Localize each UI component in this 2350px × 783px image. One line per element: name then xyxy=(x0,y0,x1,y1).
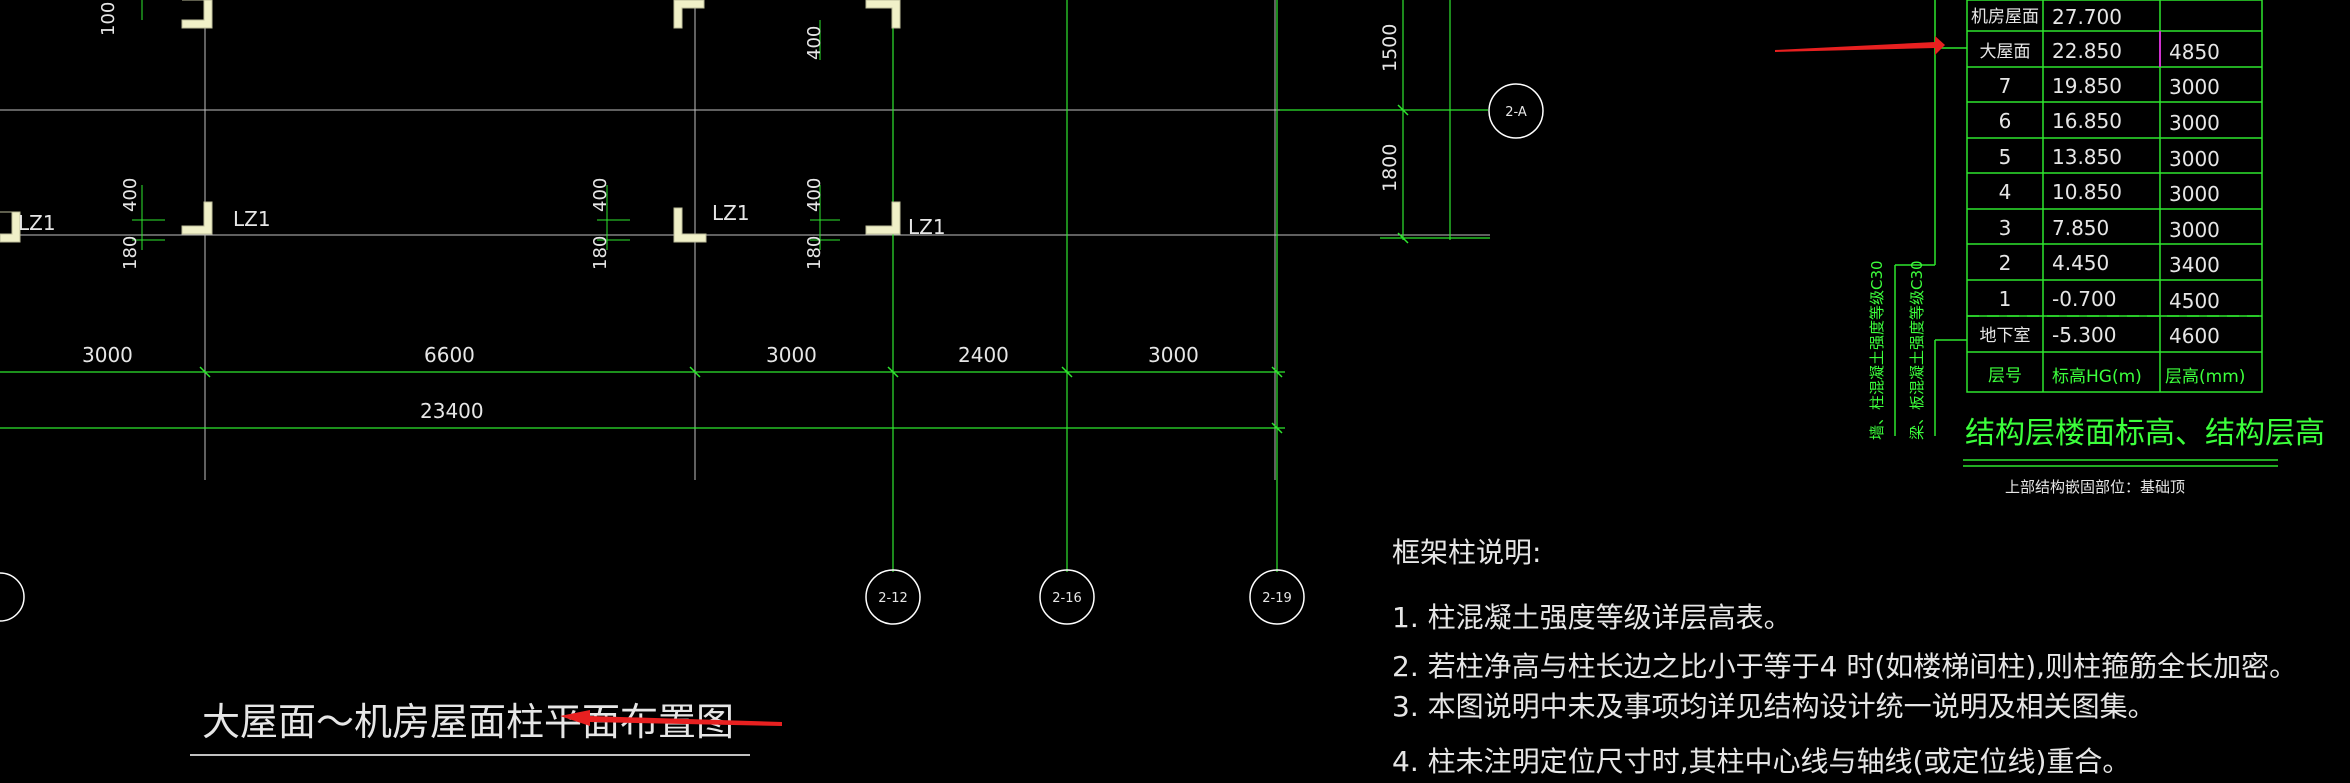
row-elevation: 13.850 xyxy=(2052,145,2122,169)
row-height: 3000 xyxy=(2169,147,2220,171)
row-height: 3000 xyxy=(2169,182,2220,206)
arrow-icon xyxy=(560,710,782,726)
offset-label: 400 xyxy=(804,178,825,212)
level-table-subtitle: 上部结构嵌固部位：基础顶 xyxy=(2005,478,2185,496)
dimension-ticks xyxy=(199,104,1409,434)
row-height: 4600 xyxy=(2169,324,2220,348)
row-height: 3000 xyxy=(2169,75,2220,99)
row-floor: 大屋面 xyxy=(1980,42,2031,62)
column-label: LZ1 xyxy=(18,211,56,235)
column-labels: LZ1 LZ1 LZ1 LZ1 xyxy=(18,201,946,239)
offset-label: 180 xyxy=(120,236,141,270)
row-floor: 2 xyxy=(1999,251,2012,275)
axis-bubble-label: 2-16 xyxy=(1052,591,1082,606)
dim-span: 6600 xyxy=(424,343,475,367)
dim-vertical: 1500 xyxy=(1379,24,1401,72)
row-elevation: 4.450 xyxy=(2052,251,2109,275)
offset-label: 400 xyxy=(804,26,825,60)
concrete-grade-label: 墙、柱混凝土强度等级C30 xyxy=(1868,260,1886,440)
offset-label: 400 xyxy=(120,178,141,212)
offset-label: 180 xyxy=(590,236,611,270)
row-height: 4850 xyxy=(2169,40,2220,64)
row-elevation: 22.850 xyxy=(2052,39,2122,63)
dimension-texts: 3000 6600 3000 2400 3000 23400 1500 1800 xyxy=(82,24,1401,423)
level-table: 机房屋面 27.700 大屋面 22.850 4850 7 19.850 300… xyxy=(1868,0,2325,496)
row-floor: 机房屋面 xyxy=(1971,7,2039,27)
row-height: 4500 xyxy=(2169,289,2220,313)
concrete-grade-label: 梁、板混凝土强度等级C30 xyxy=(1908,260,1926,440)
level-table-title: 结构层楼面标高、结构层高 xyxy=(1965,416,2325,451)
row-floor: 6 xyxy=(1999,109,2012,133)
dim-total: 23400 xyxy=(420,399,484,423)
note-item: 2. 若柱净高与柱长边之比小于等于4 时(如楼梯间柱),则柱箍筋全长加密。 xyxy=(1392,650,2297,683)
header-height: 层高(mm) xyxy=(2165,367,2245,387)
notes-heading: 框架柱说明: xyxy=(1392,536,1541,569)
note-item: 1. 柱混凝土强度等级详层高表。 xyxy=(1392,601,1792,634)
axis-bubble-label: 2-12 xyxy=(878,591,908,606)
note-item: 3. 本图说明中未及事项均详见结构设计统一说明及相关图集。 xyxy=(1392,690,2156,723)
row-floor: 1 xyxy=(1999,287,2012,311)
annotation-arrows xyxy=(560,36,1945,726)
row-floor: 5 xyxy=(1999,145,2012,169)
row-floor: 7 xyxy=(1999,74,2012,98)
row-floor: 地下室 xyxy=(1980,326,2031,346)
level-table-grid xyxy=(1894,0,2278,467)
column-label: LZ1 xyxy=(908,215,946,239)
row-elevation: 19.850 xyxy=(2052,74,2122,98)
column-offset-dims xyxy=(132,0,840,250)
dim-span: 3000 xyxy=(1148,343,1199,367)
header-elevation: 标高HG(m) xyxy=(2052,367,2142,387)
row-height: 3400 xyxy=(2169,253,2220,277)
header-floor: 层号 xyxy=(1988,366,2022,386)
dim-span: 3000 xyxy=(766,343,817,367)
row-elevation: 16.850 xyxy=(2052,109,2122,133)
row-elevation: -0.700 xyxy=(2052,287,2116,311)
dimension-lines xyxy=(0,0,1490,572)
row-elevation: 7.850 xyxy=(2052,216,2109,240)
axis-bubble-labels: 2-A 2-12 2-16 2-19 xyxy=(878,105,1527,606)
arrow-icon xyxy=(1775,36,1945,55)
dim-vertical: 1800 xyxy=(1379,144,1401,192)
notes: 框架柱说明: 1. 柱混凝土强度等级详层高表。 2. 若柱净高与柱长边之比小于等… xyxy=(1392,536,2297,778)
offset-label: 100 xyxy=(98,2,119,36)
row-floor: 4 xyxy=(1999,180,2012,204)
row-elevation: 27.700 xyxy=(2052,5,2122,29)
row-floor: 3 xyxy=(1999,216,2012,240)
axis-bubble-label: 2-19 xyxy=(1262,591,1292,606)
dim-span: 3000 xyxy=(82,343,133,367)
note-item: 4. 柱未注明定位尺寸时,其柱中心线与轴线(或定位线)重合。 xyxy=(1392,745,2130,778)
level-table-headers: 层号 标高HG(m) 层高(mm) xyxy=(1988,366,2245,387)
column-offset-labels: 100 400 400 180 400 180 400 180 xyxy=(98,2,825,270)
offset-label: 180 xyxy=(804,236,825,270)
axis-bubbles xyxy=(0,83,1544,625)
row-elevation: 10.850 xyxy=(2052,180,2122,204)
columns xyxy=(0,0,901,243)
axis-bubble-label: 2-A xyxy=(1505,105,1527,120)
offset-label: 400 xyxy=(590,178,611,212)
row-height: 3000 xyxy=(2169,111,2220,135)
dim-span: 2400 xyxy=(958,343,1009,367)
column-label: LZ1 xyxy=(712,201,750,225)
column-label: LZ1 xyxy=(233,207,271,231)
row-elevation: -5.300 xyxy=(2052,323,2116,347)
row-height: 3000 xyxy=(2169,218,2220,242)
level-table-rows: 机房屋面 27.700 大屋面 22.850 4850 7 19.850 300… xyxy=(1971,5,2220,348)
axis-lines xyxy=(0,0,1490,480)
